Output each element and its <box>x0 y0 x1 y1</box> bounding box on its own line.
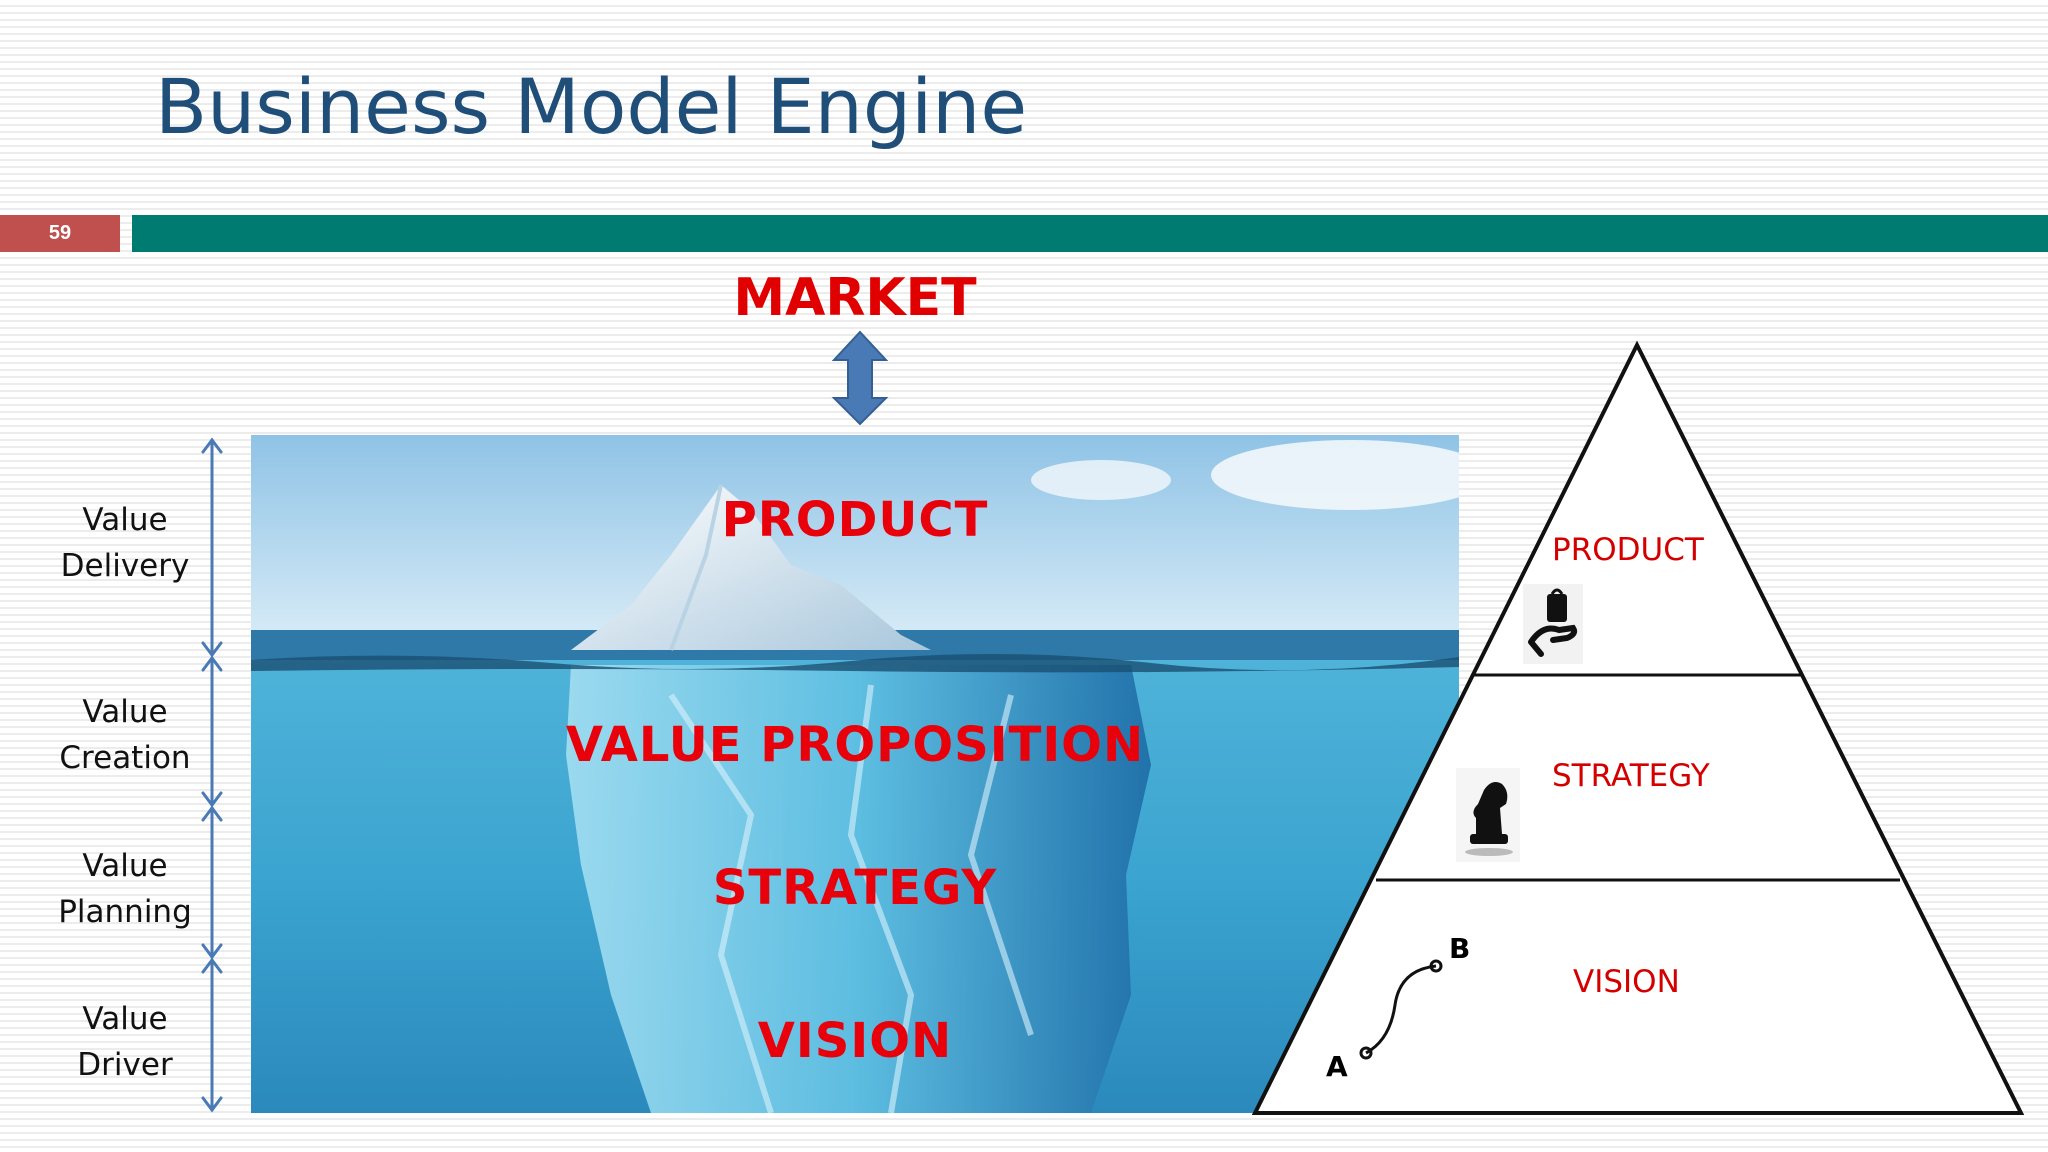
value-driver-arrow <box>201 957 223 1113</box>
pyramid-strategy-label: STRATEGY <box>1552 758 1710 794</box>
iceberg-illustration <box>251 435 1459 1113</box>
chess-knight-icon <box>1456 768 1520 862</box>
iceberg-product-label: PRODUCT <box>721 492 989 548</box>
value-delivery-line2: Delivery <box>60 548 190 584</box>
pyramid-outline <box>1251 340 2025 1115</box>
iceberg-image: PRODUCT VALUE PROPOSITION STRATEGY VISIO… <box>251 435 1459 1113</box>
hand-holding-bag-icon <box>1523 584 1583 664</box>
value-driver-line2: Driver <box>77 1047 173 1083</box>
slide-number: 59 <box>0 215 120 252</box>
value-planning-arrow <box>201 805 223 960</box>
value-creation-line1: Value <box>82 694 168 730</box>
pyramid-vision-label: VISION <box>1573 964 1680 1000</box>
value-creation-label: Value Creation <box>30 689 220 781</box>
value-creation-arrow <box>201 655 223 808</box>
value-driver-line1: Value <box>82 1001 168 1037</box>
header-bar <box>132 215 2048 252</box>
value-delivery-arrow <box>201 437 223 658</box>
iceberg-vision-label: VISION <box>757 1013 953 1069</box>
value-delivery-label: Value Delivery <box>30 497 220 589</box>
value-delivery-line1: Value <box>82 502 168 538</box>
iceberg-strategy-label: STRATEGY <box>712 860 998 916</box>
market-double-arrow <box>831 330 889 426</box>
slide-title: Business Model Engine <box>155 62 1028 151</box>
value-planning-line1: Value <box>82 848 168 884</box>
value-creation-line2: Creation <box>59 740 191 776</box>
point-b-label: B <box>1449 932 1471 965</box>
point-a-label: A <box>1326 1050 1348 1083</box>
a-to-b-path-icon <box>1359 959 1443 1060</box>
iceberg-value-proposition-label: VALUE PROPOSITION <box>565 717 1145 773</box>
pyramid-product-label: PRODUCT <box>1552 532 1704 568</box>
value-planning-line2: Planning <box>58 894 192 930</box>
value-driver-label: Value Driver <box>30 996 220 1088</box>
value-planning-label: Value Planning <box>30 843 220 935</box>
market-label: MARKET <box>733 268 977 328</box>
